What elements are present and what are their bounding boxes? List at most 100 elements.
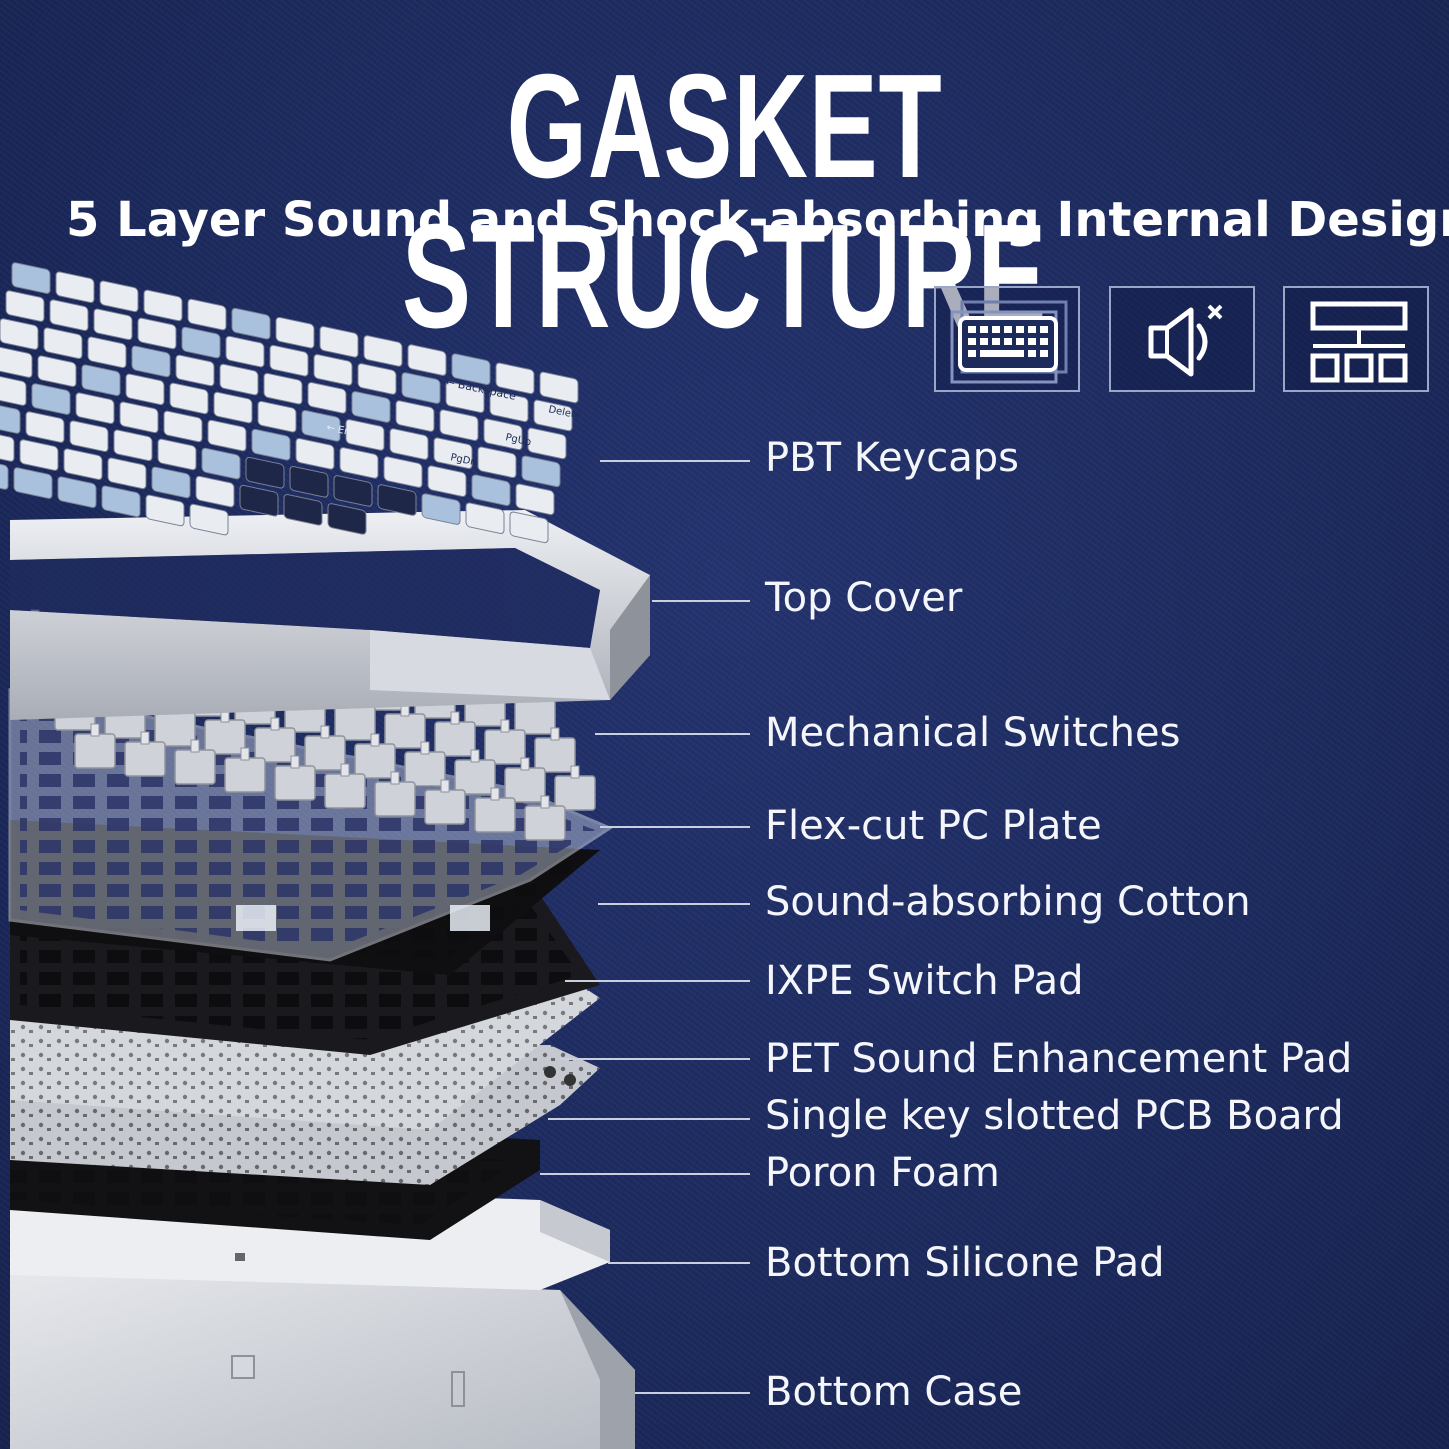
- keycap: [57, 476, 97, 508]
- mechanical-switch: [504, 767, 546, 803]
- keycap: [295, 438, 335, 470]
- page-subtitle: 5 Layer Sound and Shock-absorbing Intern…: [66, 192, 1449, 248]
- keycap: [471, 474, 511, 507]
- keycap: [99, 280, 139, 313]
- keycap: [137, 317, 177, 350]
- keycap: [207, 419, 247, 452]
- mechanical-switch: [254, 727, 296, 763]
- mechanical-switch: [274, 765, 316, 801]
- keycap: [213, 391, 253, 424]
- keycap: [0, 318, 39, 350]
- label-ixpe-switch-pad: IXPE Switch Pad: [765, 958, 1084, 1004]
- keycap: [319, 326, 359, 358]
- keycap: [301, 410, 341, 442]
- mechanical-switch: [404, 751, 446, 787]
- leader-line-silicone-pad: [608, 1262, 750, 1264]
- keycap: [251, 428, 291, 461]
- mechanical-switch: [524, 805, 566, 841]
- mechanical-switch: [124, 741, 166, 777]
- keycap: [0, 430, 15, 462]
- keycap: [5, 290, 45, 322]
- keycap: [101, 485, 141, 518]
- switch-stem: [320, 725, 330, 739]
- label-pbt-keycaps: PBT Keycaps: [765, 435, 1019, 481]
- mechanical-switch: [74, 733, 116, 769]
- leader-line-pet-pad: [560, 1058, 750, 1060]
- switch-stem: [90, 723, 100, 737]
- keycap: [31, 383, 71, 415]
- mechanical-switch: [374, 781, 416, 817]
- keycap: [25, 411, 65, 443]
- label-pc-plate: Flex-cut PC Plate: [765, 803, 1102, 849]
- bottom-case-layer: [10, 1270, 635, 1449]
- keycap: [0, 458, 9, 490]
- keycap: [427, 465, 467, 497]
- leader-line-poron-foam: [540, 1173, 750, 1175]
- switch-stem: [240, 747, 250, 761]
- keycap: [201, 447, 241, 480]
- speaker-muted-icon: [1109, 286, 1255, 392]
- leader-line-top-cover: [652, 600, 750, 602]
- keycap: [327, 503, 367, 535]
- keycap: [19, 439, 59, 471]
- label-bottom-silicone-pad: Bottom Silicone Pad: [765, 1240, 1165, 1286]
- switch-stem: [470, 749, 480, 763]
- switch-stem: [540, 795, 550, 809]
- switch-stem: [490, 787, 500, 801]
- switch-stem: [140, 731, 150, 745]
- keycap: [377, 484, 417, 516]
- keycap: [55, 271, 95, 303]
- mechanical-switch: [474, 797, 516, 833]
- keyboard-layers-icon: [934, 286, 1080, 392]
- top-cover-layer: [10, 510, 650, 720]
- switch-stem: [420, 741, 430, 755]
- keycap: [37, 355, 77, 387]
- keycap: [351, 391, 391, 423]
- keycap: [49, 299, 89, 331]
- keycap: [289, 465, 329, 498]
- mechanical-switch: [434, 721, 476, 757]
- layer-structure-icon: [1283, 286, 1429, 392]
- keycap: [269, 344, 309, 377]
- keycap: [87, 336, 127, 369]
- keycap: [383, 456, 423, 488]
- keycap-pgdn-legend: PgDn: [449, 452, 477, 468]
- keycap: [345, 419, 385, 451]
- keycap: [225, 335, 265, 368]
- keycap: [189, 503, 229, 536]
- keycap: [63, 448, 103, 480]
- label-pet-sound-enhancement-pad: PET Sound Enhancement Pad: [765, 1036, 1353, 1082]
- keycap-end-legend: End: [397, 472, 418, 487]
- keycap: [433, 437, 473, 469]
- label-mechanical-switches: Mechanical Switches: [765, 710, 1181, 756]
- mechanical-switch: [384, 713, 426, 749]
- keycap: [169, 382, 209, 415]
- mechanical-switch: [224, 757, 266, 793]
- leader-line-cotton: [598, 903, 750, 905]
- leader-line-ixpe-pad: [565, 980, 750, 982]
- switch-stem: [570, 765, 580, 779]
- keycap: [157, 438, 197, 471]
- keycap: [333, 475, 373, 507]
- keycap: [181, 326, 221, 359]
- keycap: [363, 335, 403, 367]
- label-poron-foam: Poron Foam: [765, 1150, 1000, 1196]
- keycap: [495, 362, 535, 395]
- keycap: [0, 402, 21, 434]
- keycap: [107, 457, 147, 490]
- keycap: [389, 428, 429, 460]
- keycap: [395, 400, 435, 432]
- keycap: [81, 364, 121, 397]
- switch-stem: [550, 727, 560, 741]
- mechanical-switch: [484, 729, 526, 765]
- mechanical-switch: [454, 759, 496, 795]
- switch-stem: [190, 739, 200, 753]
- keycap: [131, 345, 171, 378]
- switch-stem: [520, 757, 530, 771]
- keycap: [483, 418, 523, 451]
- switch-stem: [450, 711, 460, 725]
- switch-stem: [270, 717, 280, 731]
- keycap: [275, 316, 315, 349]
- mechanical-switch: [324, 773, 366, 809]
- keycap: [527, 427, 567, 460]
